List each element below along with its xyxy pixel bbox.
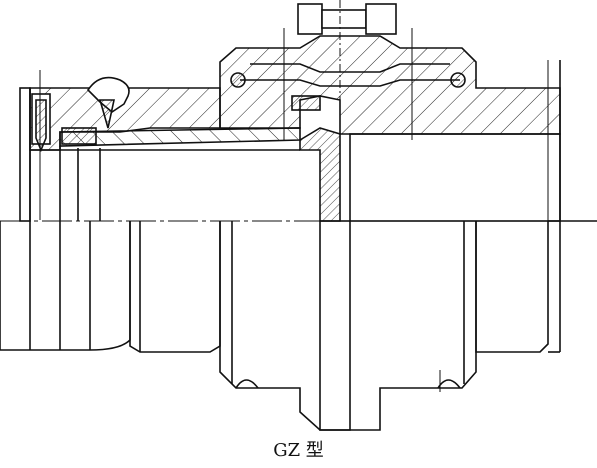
seal-ring-left — [230, 72, 246, 88]
center-flange-lower — [219, 221, 477, 431]
left-sleeve-lower — [129, 221, 221, 353]
left-inner-hub — [59, 127, 301, 147]
inner-set-screw — [291, 95, 321, 111]
grease-nipple — [86, 76, 130, 113]
right-hub-upper — [349, 133, 561, 222]
top-bolt-nut — [365, 3, 397, 35]
center-spacer-lower — [319, 220, 351, 431]
top-bolt-head — [297, 3, 323, 35]
top-bolt-shank — [321, 9, 367, 29]
left-shaft-upper — [19, 87, 31, 222]
center-flange-section — [219, 35, 561, 135]
center-spacer — [299, 127, 341, 222]
seal-ring-right — [450, 72, 466, 88]
left-shaft-lower — [0, 221, 131, 351]
right-hub-lower — [475, 221, 549, 353]
figure-caption: GZ 型 — [273, 440, 324, 461]
